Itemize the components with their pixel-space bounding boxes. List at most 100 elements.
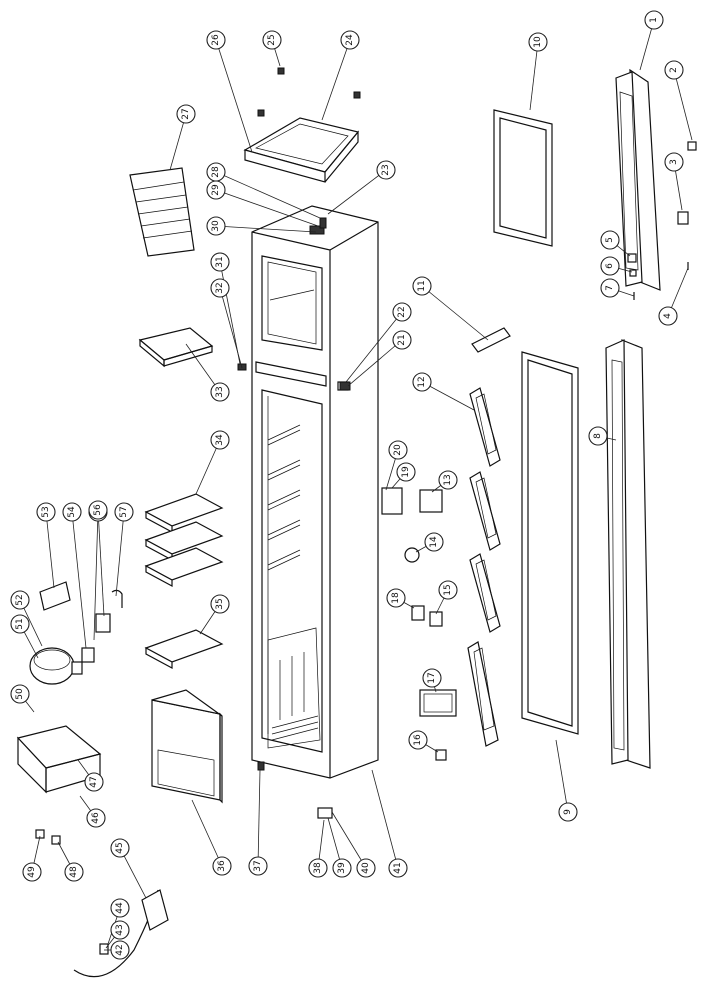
callout-number: 20: [393, 444, 403, 456]
callout-circle: [412, 276, 432, 296]
callout-circle: [86, 808, 106, 828]
callout-circle: [600, 278, 620, 298]
callout-56: 56: [88, 500, 108, 520]
callout-46: 46: [86, 808, 106, 828]
callout-52: 52: [10, 590, 30, 610]
callout-circle: [176, 104, 196, 124]
callout-4: 4: [658, 306, 678, 326]
callout-circle: [206, 30, 226, 50]
callout-number: 44: [115, 902, 125, 914]
callout-9: 9: [558, 802, 578, 822]
callout-21: 21: [392, 330, 412, 350]
callout-number: 4: [663, 313, 673, 319]
callout-circle: [110, 940, 130, 960]
callout-20: 20: [388, 440, 408, 460]
callout-circle: [388, 858, 408, 878]
callout-number: 7: [605, 285, 615, 291]
callout-circle: [664, 60, 684, 80]
callout-33: 33: [210, 382, 230, 402]
callout-number: 42: [115, 944, 125, 955]
leader-line-29: [215, 189, 319, 227]
callout-circle: [110, 920, 130, 940]
callout-number: 10: [533, 36, 543, 48]
callout-circle: [110, 898, 130, 918]
callout-circle: [340, 30, 360, 50]
callout-circle: [658, 306, 678, 326]
door-bins: [467, 387, 501, 747]
leader-line-23: [327, 169, 387, 215]
callout-number: 48: [69, 866, 79, 878]
callout-number: 26: [211, 34, 221, 46]
callout-38: 38: [308, 858, 328, 878]
callout-number: 33: [215, 386, 225, 397]
callout-32: 32: [210, 278, 230, 298]
callout-50: 50: [10, 684, 30, 704]
callout-circle: [438, 580, 458, 600]
callout-circle: [376, 160, 396, 180]
callout-number: 17: [427, 672, 437, 683]
callout-number: 57: [119, 506, 129, 517]
callout-29: 29: [206, 180, 226, 200]
callout-circle: [558, 802, 578, 822]
callout-circle: [386, 588, 406, 608]
compressor-assembly: [16, 581, 169, 978]
callout-number: 5: [605, 237, 615, 243]
callout-number: 2: [669, 67, 679, 73]
freezer-tray: [138, 327, 214, 368]
callout-number: 51: [15, 618, 25, 629]
callout-54: 54: [62, 502, 82, 522]
leader-line-28: [215, 171, 321, 219]
callout-circle: [210, 382, 230, 402]
callout-circle: [10, 590, 30, 610]
callout-number: 53: [41, 506, 51, 517]
callout-circle: [392, 330, 412, 350]
callout-circle: [600, 230, 620, 250]
callout-number: 54: [67, 506, 77, 518]
leader-line-30: [215, 225, 317, 233]
callout-number: 27: [181, 108, 191, 119]
callout-11: 11: [412, 276, 432, 296]
callout-51: 51: [10, 614, 30, 634]
callout-22: 22: [392, 302, 412, 322]
callout-circle: [412, 372, 432, 392]
callout-30: 30: [206, 216, 226, 236]
leader-line-40: [331, 811, 367, 869]
leader-line-54: [71, 511, 87, 649]
leader-line-12: [421, 381, 475, 411]
leader-line-21: [347, 339, 403, 387]
callout-circle: [210, 594, 230, 614]
callout-number: 1: [649, 17, 659, 23]
callout-6: 6: [600, 256, 620, 276]
callout-57: 57: [114, 502, 134, 522]
callout-10: 10: [528, 32, 548, 52]
callout-circle: [210, 278, 230, 298]
callout-number: 47: [89, 776, 99, 787]
callout-number: 35: [215, 598, 225, 609]
callout-number: 34: [215, 434, 225, 446]
leader-line-33: [185, 343, 221, 393]
callout-circle: [84, 772, 104, 792]
callout-number: 43: [115, 924, 125, 935]
crisper-drawer: [151, 689, 223, 804]
callout-circle: [22, 862, 42, 882]
callout-circle: [408, 730, 428, 750]
callout-circle: [396, 462, 416, 482]
bottom-shelf: [144, 629, 224, 670]
callout-42: 42: [110, 940, 130, 960]
callout-circle: [422, 668, 442, 688]
callout-48: 48: [64, 862, 84, 882]
leader-line-55: [93, 511, 99, 641]
callout-number: 18: [391, 592, 401, 604]
leader-line-53: [45, 511, 55, 589]
callout-14: 14: [424, 532, 444, 552]
callout-circle: [212, 856, 232, 876]
callout-circle: [388, 440, 408, 460]
callout-15: 15: [438, 580, 458, 600]
callout-circle: [588, 426, 608, 446]
callout-number: 50: [15, 688, 25, 700]
callout-49: 49: [22, 862, 42, 882]
callout-44: 44: [110, 898, 130, 918]
callout-5: 5: [600, 230, 620, 250]
callout-circle: [424, 532, 444, 552]
callout-number: 37: [253, 860, 263, 871]
